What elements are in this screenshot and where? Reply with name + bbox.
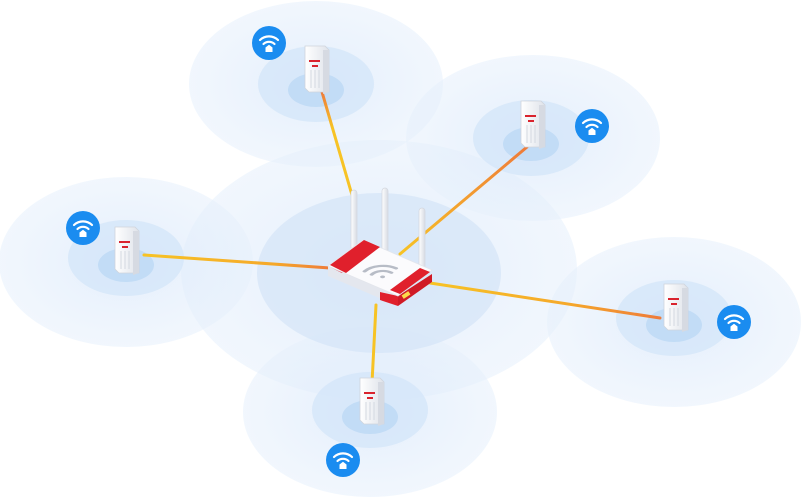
link-hub-right — [428, 281, 662, 320]
wifi-home-icon — [66, 211, 100, 245]
link-hub-top — [320, 90, 354, 197]
link-hub-left — [142, 253, 332, 270]
router-antenna-left — [350, 189, 358, 251]
wifi-badges — [66, 26, 751, 477]
satellite-node-left — [114, 226, 140, 275]
wifi-home-icon — [326, 443, 360, 477]
router — [327, 187, 433, 306]
wifi-icon — [362, 264, 399, 279]
satellite-node-bottom — [359, 377, 385, 426]
router-red-band-front — [390, 268, 430, 294]
router-red-band — [330, 240, 380, 273]
router-port — [401, 291, 411, 299]
satellite-nodes — [114, 45, 689, 426]
router-antenna-middle — [381, 187, 389, 257]
router-red-trim-front — [380, 292, 398, 306]
satellite-node-upper-right — [520, 100, 546, 149]
satellite-node-top — [304, 45, 330, 94]
wifi-home-icon — [252, 26, 286, 60]
router-antenna-right — [418, 207, 426, 271]
wifi-home-icon — [717, 305, 751, 339]
satellite-node-right — [663, 283, 689, 332]
link-hub-bottom — [370, 303, 378, 385]
router-red-trim-right — [398, 274, 432, 306]
wifi-home-icon — [575, 109, 609, 143]
